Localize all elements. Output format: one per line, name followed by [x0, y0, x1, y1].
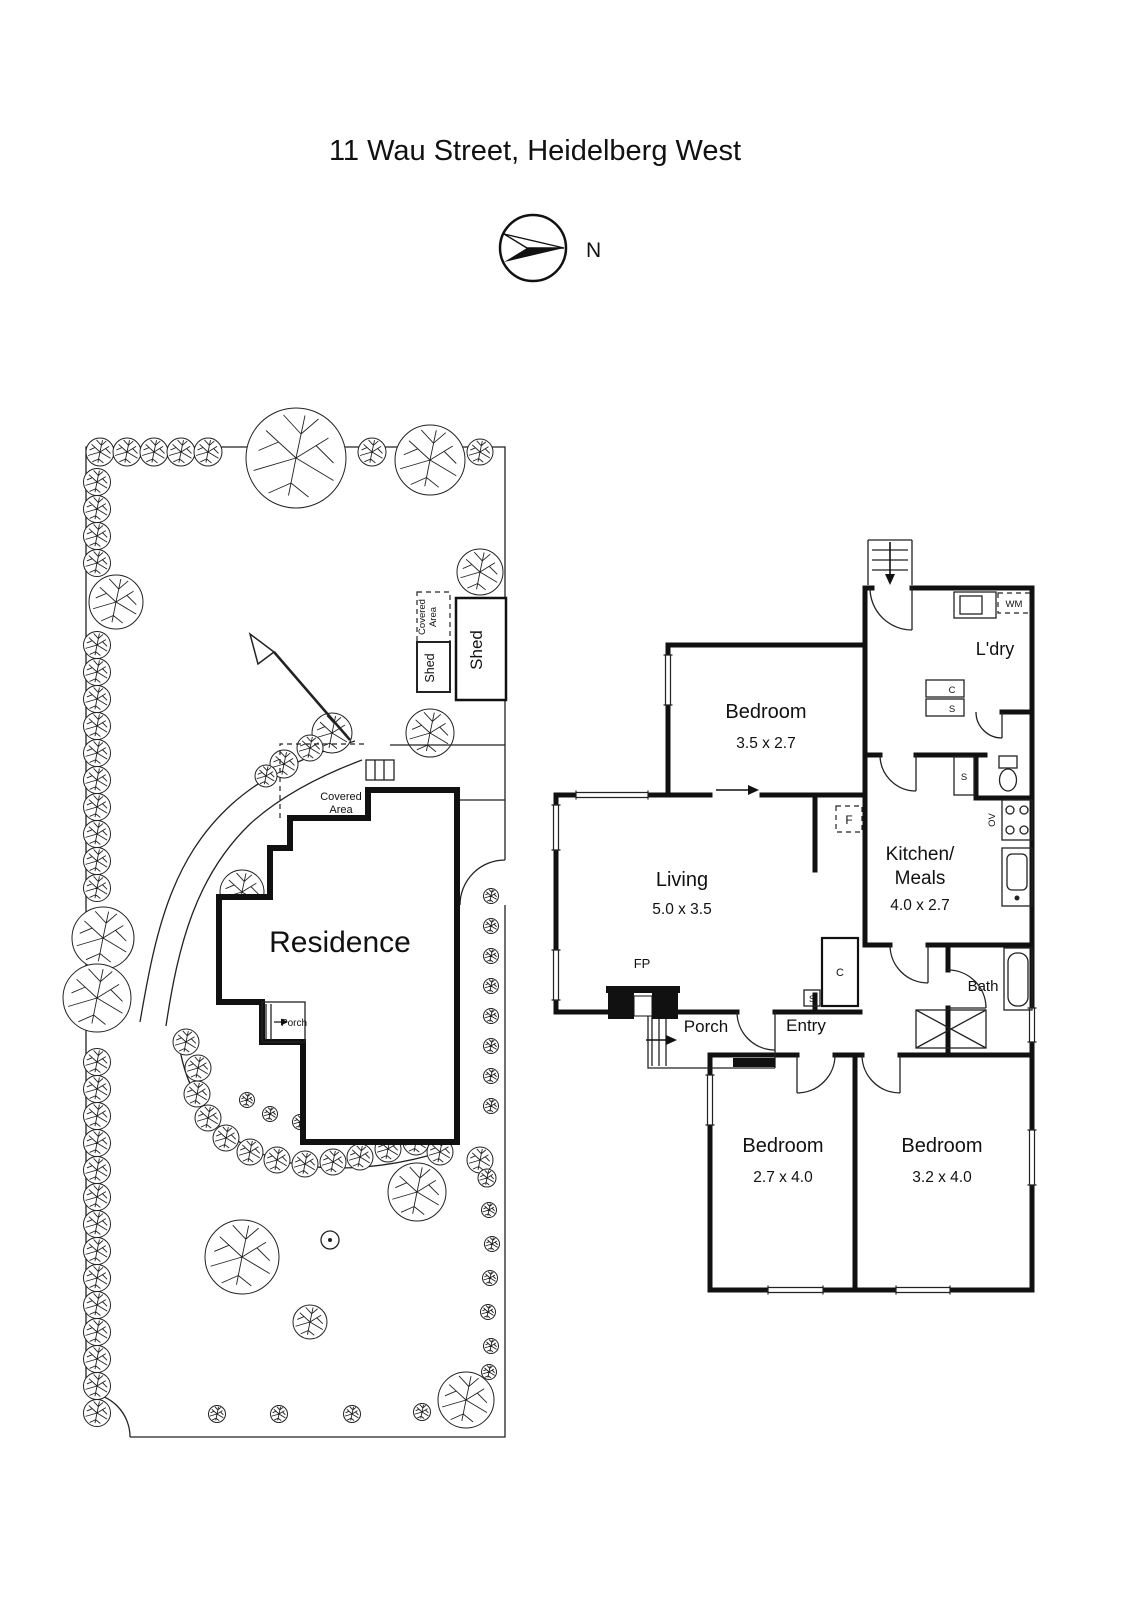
living-label: Living [656, 869, 708, 891]
porch-label: Porch [684, 1017, 728, 1036]
fp-label: FP [634, 956, 651, 971]
bedroom3-dims: 3.2 x 4.0 [912, 1169, 972, 1186]
hall-closet-box [820, 936, 860, 1008]
compass-circle-icon [498, 213, 568, 283]
gate-arc-right [459, 859, 506, 906]
shed-large-box [454, 596, 508, 702]
residence-outline [216, 787, 460, 1145]
covered-area-small-label-line1: Covered [417, 599, 428, 635]
floor-plan: FP WM C S S OV [551, 539, 1037, 1295]
wm-label: WM [1006, 599, 1023, 610]
compass-needle-icon [504, 248, 564, 262]
residence-label: Residence [269, 926, 411, 959]
laundry-cupboard-icon [925, 679, 965, 717]
shelf-label: S [961, 772, 967, 783]
shelf-box [803, 989, 821, 1007]
bath-label: Bath [968, 978, 999, 995]
bedroom1-dims: 3.5 x 2.7 [736, 735, 795, 752]
shed-small-label: Shed [423, 653, 437, 682]
door-swing-icon [736, 587, 1003, 1094]
covered-area-dashed-edge [279, 743, 368, 818]
kitchen-label-line2: Meals [895, 868, 946, 889]
shelf-label: S [809, 994, 815, 1004]
sink-icon [1001, 847, 1033, 907]
site-plan: Covered Area Shed Shed Covered Area Resi… [61, 408, 508, 1438]
opening-arrow-icon [716, 785, 759, 795]
covered-area-small-label-line2: Area [428, 606, 439, 627]
shelf-label: S [949, 704, 955, 715]
shed-large-label: Shed [467, 630, 486, 670]
threshold-bar [733, 1058, 775, 1067]
shelf-box [953, 756, 975, 796]
shed-small-box [416, 641, 451, 693]
compass-needle-outline-icon [503, 233, 565, 249]
compass: N [498, 213, 601, 283]
fireplace-icon [606, 986, 680, 1019]
entry-label: Entry [786, 1016, 826, 1035]
fridge-label: F [845, 813, 852, 827]
driveway-edge [165, 759, 363, 1027]
living-dims: 5.0 x 3.5 [652, 901, 711, 918]
window-icon [551, 654, 1037, 1295]
porch-structure [646, 1012, 776, 1069]
kitchen-dims: 4.0 x 2.7 [890, 897, 949, 914]
bedroom2-label: Bedroom [742, 1135, 823, 1157]
covered-area-label-line1: Covered [320, 791, 362, 803]
washing-machine-icon [953, 591, 997, 619]
bedroom2-dims: 2.7 x 4.0 [753, 1169, 813, 1186]
bedroom1-label: Bedroom [725, 701, 806, 723]
cooktop-icon [1001, 799, 1033, 841]
cupboard-label: C [836, 967, 844, 979]
cupboard-label: C [949, 685, 956, 696]
page-title: 11 Wau Street, Heidelberg West [329, 135, 741, 167]
bedroom3-label: Bedroom [901, 1135, 982, 1157]
bathtub-icon [1003, 947, 1033, 1011]
site-porch-label: Porch [281, 1018, 307, 1029]
compass-north-label: N [586, 239, 601, 262]
linen-cupboard-icon [915, 1009, 987, 1049]
wm-label-box [997, 592, 1031, 614]
fridge-box [835, 805, 863, 833]
ac-unit-icon [365, 759, 395, 781]
kitchen-label-line1: Kitchen/ [886, 844, 955, 865]
ov-label: OV [987, 812, 998, 826]
arrow-icon [666, 1035, 677, 1045]
covered-area-label-line2: Area [329, 804, 353, 816]
laundry-label: L'dry [976, 639, 1014, 659]
site-porch: Porch [261, 1001, 307, 1043]
fence-line [390, 744, 505, 801]
toilet-icon [998, 755, 1018, 792]
back-steps-icon [867, 539, 913, 585]
survey-marker-icon [320, 1230, 340, 1250]
flag-pointer-icon [248, 632, 351, 741]
arrow-icon [281, 1018, 288, 1026]
